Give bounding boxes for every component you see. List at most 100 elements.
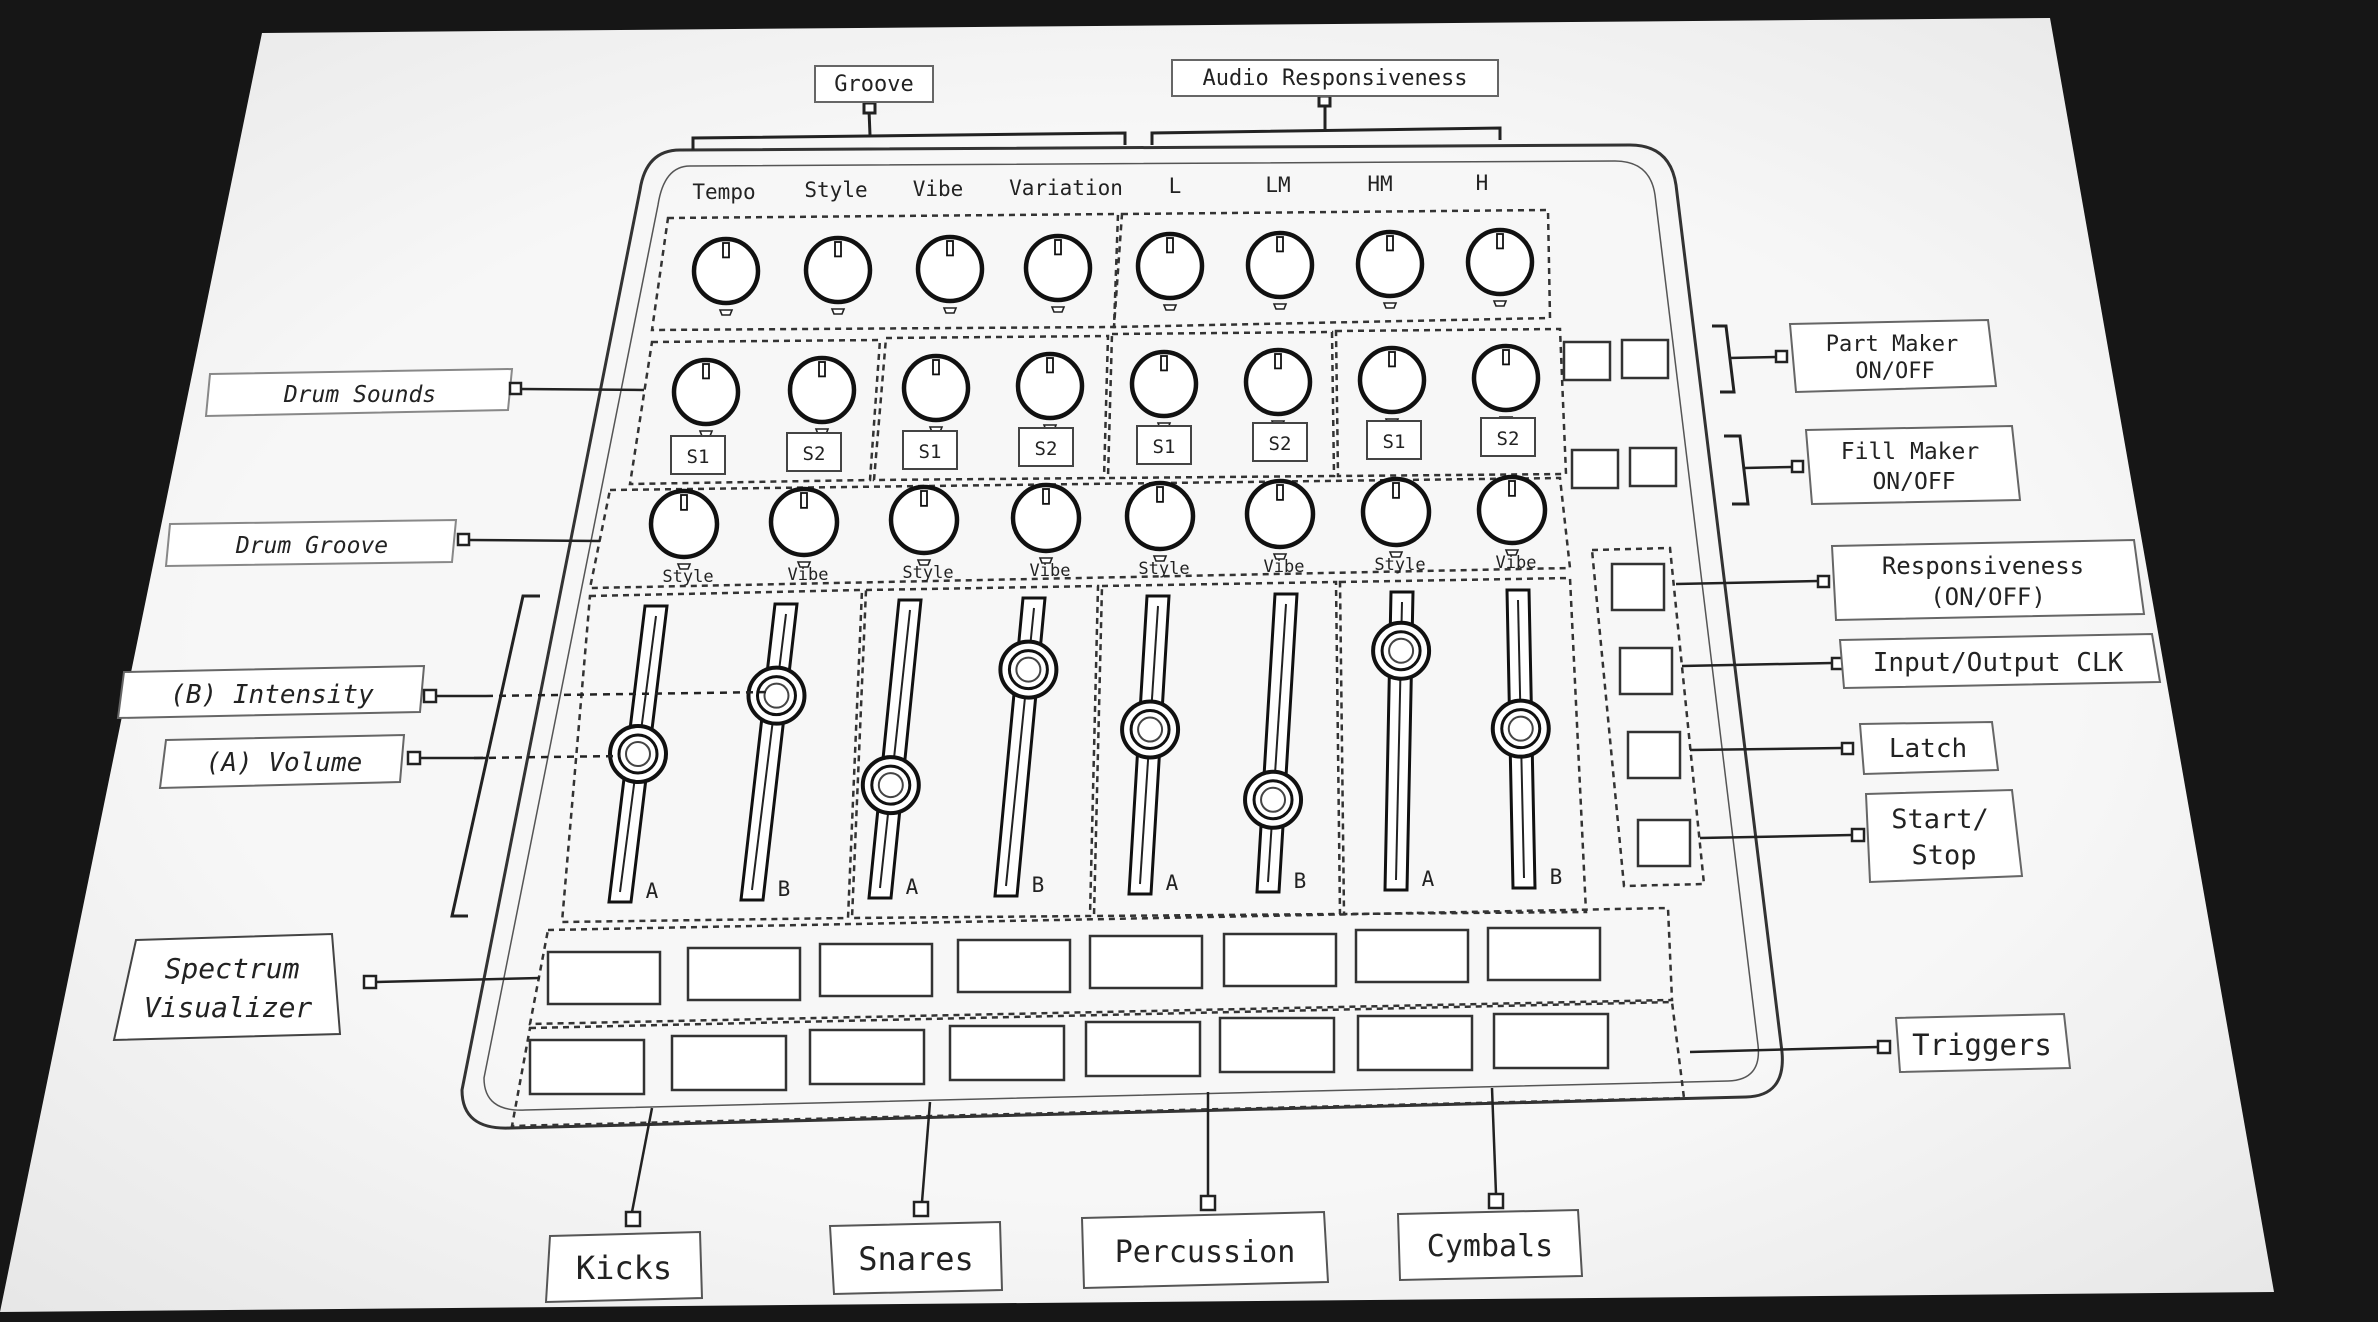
fader[interactable]: A xyxy=(860,598,923,900)
pad-layer xyxy=(528,926,1610,1096)
drum-groove-knob[interactable] xyxy=(888,484,960,566)
drum-groove-knob[interactable] xyxy=(648,488,720,570)
drum-groove-knob[interactable] xyxy=(1124,480,1196,562)
intensity-label: (B) Intensity xyxy=(170,680,374,710)
trigger-pad[interactable] xyxy=(808,1028,926,1086)
drum-sounds-label: Drum Sounds xyxy=(283,382,436,408)
drum-groove-knob[interactable] xyxy=(1360,476,1432,558)
drum-sound-knob[interactable] xyxy=(787,355,857,435)
maker-button[interactable] xyxy=(1570,448,1620,490)
trigger-pad[interactable] xyxy=(1218,1016,1336,1074)
audio-connector xyxy=(1317,94,1332,108)
fader-bracket xyxy=(450,594,540,918)
fader[interactable]: B xyxy=(993,596,1059,898)
groove-knob-label: Vibe xyxy=(1030,561,1071,581)
fader[interactable]: A xyxy=(607,604,669,904)
trigger-pad[interactable] xyxy=(1356,1014,1474,1072)
fader-handle[interactable] xyxy=(1243,769,1304,830)
fader-handle[interactable] xyxy=(998,639,1059,700)
top-knob[interactable] xyxy=(1245,230,1315,310)
top-knob-label: L xyxy=(1169,174,1182,198)
sample-button[interactable]: S1 xyxy=(1136,425,1192,465)
top-knob[interactable] xyxy=(1465,227,1535,307)
top-knob[interactable] xyxy=(691,236,761,316)
function-button[interactable] xyxy=(1636,818,1692,868)
fader[interactable]: A xyxy=(1371,590,1435,892)
groove-knob-label: Vibe xyxy=(788,565,829,585)
top-knob-label: LM xyxy=(1265,173,1290,197)
drum-groove-label: Drum Groove xyxy=(235,533,388,559)
bottom-callout-labels: Kicks Snares Percussion Cymbals xyxy=(576,1229,1553,1287)
top-knob[interactable] xyxy=(803,235,873,315)
top-group-labels: Groove Audio Responsiveness xyxy=(814,59,1499,103)
triggers-label: Triggers xyxy=(1912,1028,2052,1062)
sample-button[interactable]: S2 xyxy=(1018,427,1074,467)
trigger-pad[interactable] xyxy=(1084,1020,1202,1078)
part-maker-label-1: Part Maker xyxy=(1826,332,1958,357)
io-clk-label: Input/Output CLK xyxy=(1873,648,2124,678)
sample-button[interactable]: S1 xyxy=(1366,420,1422,460)
fader-label: A xyxy=(1166,871,1179,895)
sample-button-label: S1 xyxy=(919,441,942,463)
maker-button[interactable] xyxy=(1628,446,1678,488)
fader[interactable]: B xyxy=(1243,592,1307,894)
drum-groove-knob[interactable] xyxy=(1476,474,1548,556)
fader[interactable]: B xyxy=(739,602,807,902)
top-knob[interactable] xyxy=(1023,233,1093,313)
top-knob-label: Style xyxy=(804,178,867,202)
fader[interactable]: A xyxy=(1120,594,1181,896)
sample-button-label: S2 xyxy=(1035,438,1058,460)
sample-button-label: S1 xyxy=(687,446,710,468)
top-knob[interactable] xyxy=(1135,231,1205,311)
region-function-buttons xyxy=(1590,546,1706,888)
drum-groove-knob[interactable] xyxy=(1010,482,1082,564)
cymbals-label: Cymbals xyxy=(1427,1229,1553,1264)
region-ch1-top xyxy=(628,338,882,486)
drum-groove-knob[interactable] xyxy=(768,486,840,568)
fader[interactable]: B xyxy=(1490,588,1563,890)
fill-maker-bracket xyxy=(1724,434,1750,506)
top-knob[interactable] xyxy=(915,234,985,314)
top-knob[interactable] xyxy=(1355,229,1425,309)
top-knob-label: Variation xyxy=(1009,176,1123,200)
groove-knob-label: Style xyxy=(902,563,953,583)
snares-label: Snares xyxy=(858,1240,974,1278)
region-triggers xyxy=(510,1000,1686,1128)
sample-button[interactable]: S1 xyxy=(670,435,726,475)
top-knob-label: H xyxy=(1476,171,1489,195)
drum-sound-knob[interactable] xyxy=(1243,347,1313,427)
trigger-pad[interactable] xyxy=(670,1034,788,1092)
groove-knob-label: Style xyxy=(1374,555,1425,575)
part-maker-label-2: ON/OFF xyxy=(1855,359,1934,384)
fader-handle[interactable] xyxy=(1490,698,1551,759)
trigger-pad[interactable] xyxy=(528,1038,646,1096)
dashed-regions xyxy=(510,208,1706,1128)
maker-button[interactable] xyxy=(1562,340,1612,382)
sample-button[interactable]: S2 xyxy=(1252,422,1308,462)
function-button[interactable] xyxy=(1618,646,1674,696)
fader-handle[interactable] xyxy=(1371,620,1432,681)
trigger-pad[interactable] xyxy=(948,1024,1066,1082)
function-button[interactable] xyxy=(1626,730,1682,780)
fader-label: B xyxy=(1032,873,1045,897)
fader-handle[interactable] xyxy=(746,665,807,726)
spectrum-pad xyxy=(686,946,802,1002)
sample-button[interactable]: S2 xyxy=(786,432,842,472)
drum-groove-knob[interactable] xyxy=(1244,478,1316,560)
sample-button[interactable]: S2 xyxy=(1480,417,1536,457)
drum-sound-knob[interactable] xyxy=(901,353,971,433)
maker-button[interactable] xyxy=(1620,338,1670,380)
function-button[interactable] xyxy=(1610,562,1666,612)
fader-handle[interactable] xyxy=(1120,699,1181,760)
spectrum-pad xyxy=(1088,934,1204,990)
sample-button-label: S2 xyxy=(803,443,826,465)
fader-label: B xyxy=(1294,869,1307,893)
fader-handle[interactable] xyxy=(860,755,921,816)
sample-button[interactable]: S1 xyxy=(902,430,958,470)
sample-button-label: S2 xyxy=(1269,433,1292,455)
fader-handle[interactable] xyxy=(608,724,668,784)
spectrum-pad xyxy=(1486,926,1602,982)
trigger-pad[interactable] xyxy=(1492,1012,1610,1070)
